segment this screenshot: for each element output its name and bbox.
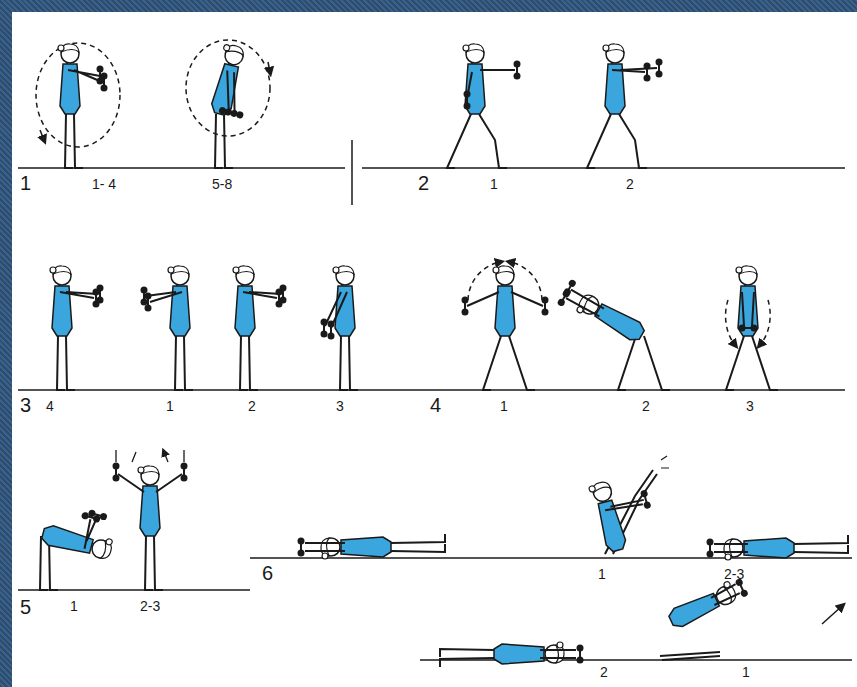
exercise-number: 5 <box>20 596 31 618</box>
count-number: 1 <box>500 398 508 414</box>
count-number: 5-8 <box>212 176 232 192</box>
exercise-number: 6 <box>262 562 273 584</box>
count-number: 2 <box>626 176 634 192</box>
count-number: 1 <box>742 664 750 680</box>
count-number: 1 <box>598 566 606 582</box>
exercise-number: 2 <box>418 172 429 194</box>
count-number: 2 <box>642 398 650 414</box>
count-number: 2-3 <box>724 566 744 582</box>
count-number: 1 <box>490 176 498 192</box>
count-number: 2-3 <box>140 598 160 614</box>
exercise-number: 3 <box>20 394 31 416</box>
count-number: 2 <box>600 664 608 680</box>
count-number: 3 <box>746 398 754 414</box>
count-number: 1 <box>166 398 174 414</box>
count-number: 1- 4 <box>92 176 116 192</box>
count-number: 3 <box>336 398 344 414</box>
exercise-number: 1 <box>20 172 31 194</box>
count-number: 1 <box>70 598 78 614</box>
count-number: 4 <box>46 398 54 414</box>
count-number: 2 <box>248 398 256 414</box>
exercise-number: 4 <box>430 394 441 416</box>
